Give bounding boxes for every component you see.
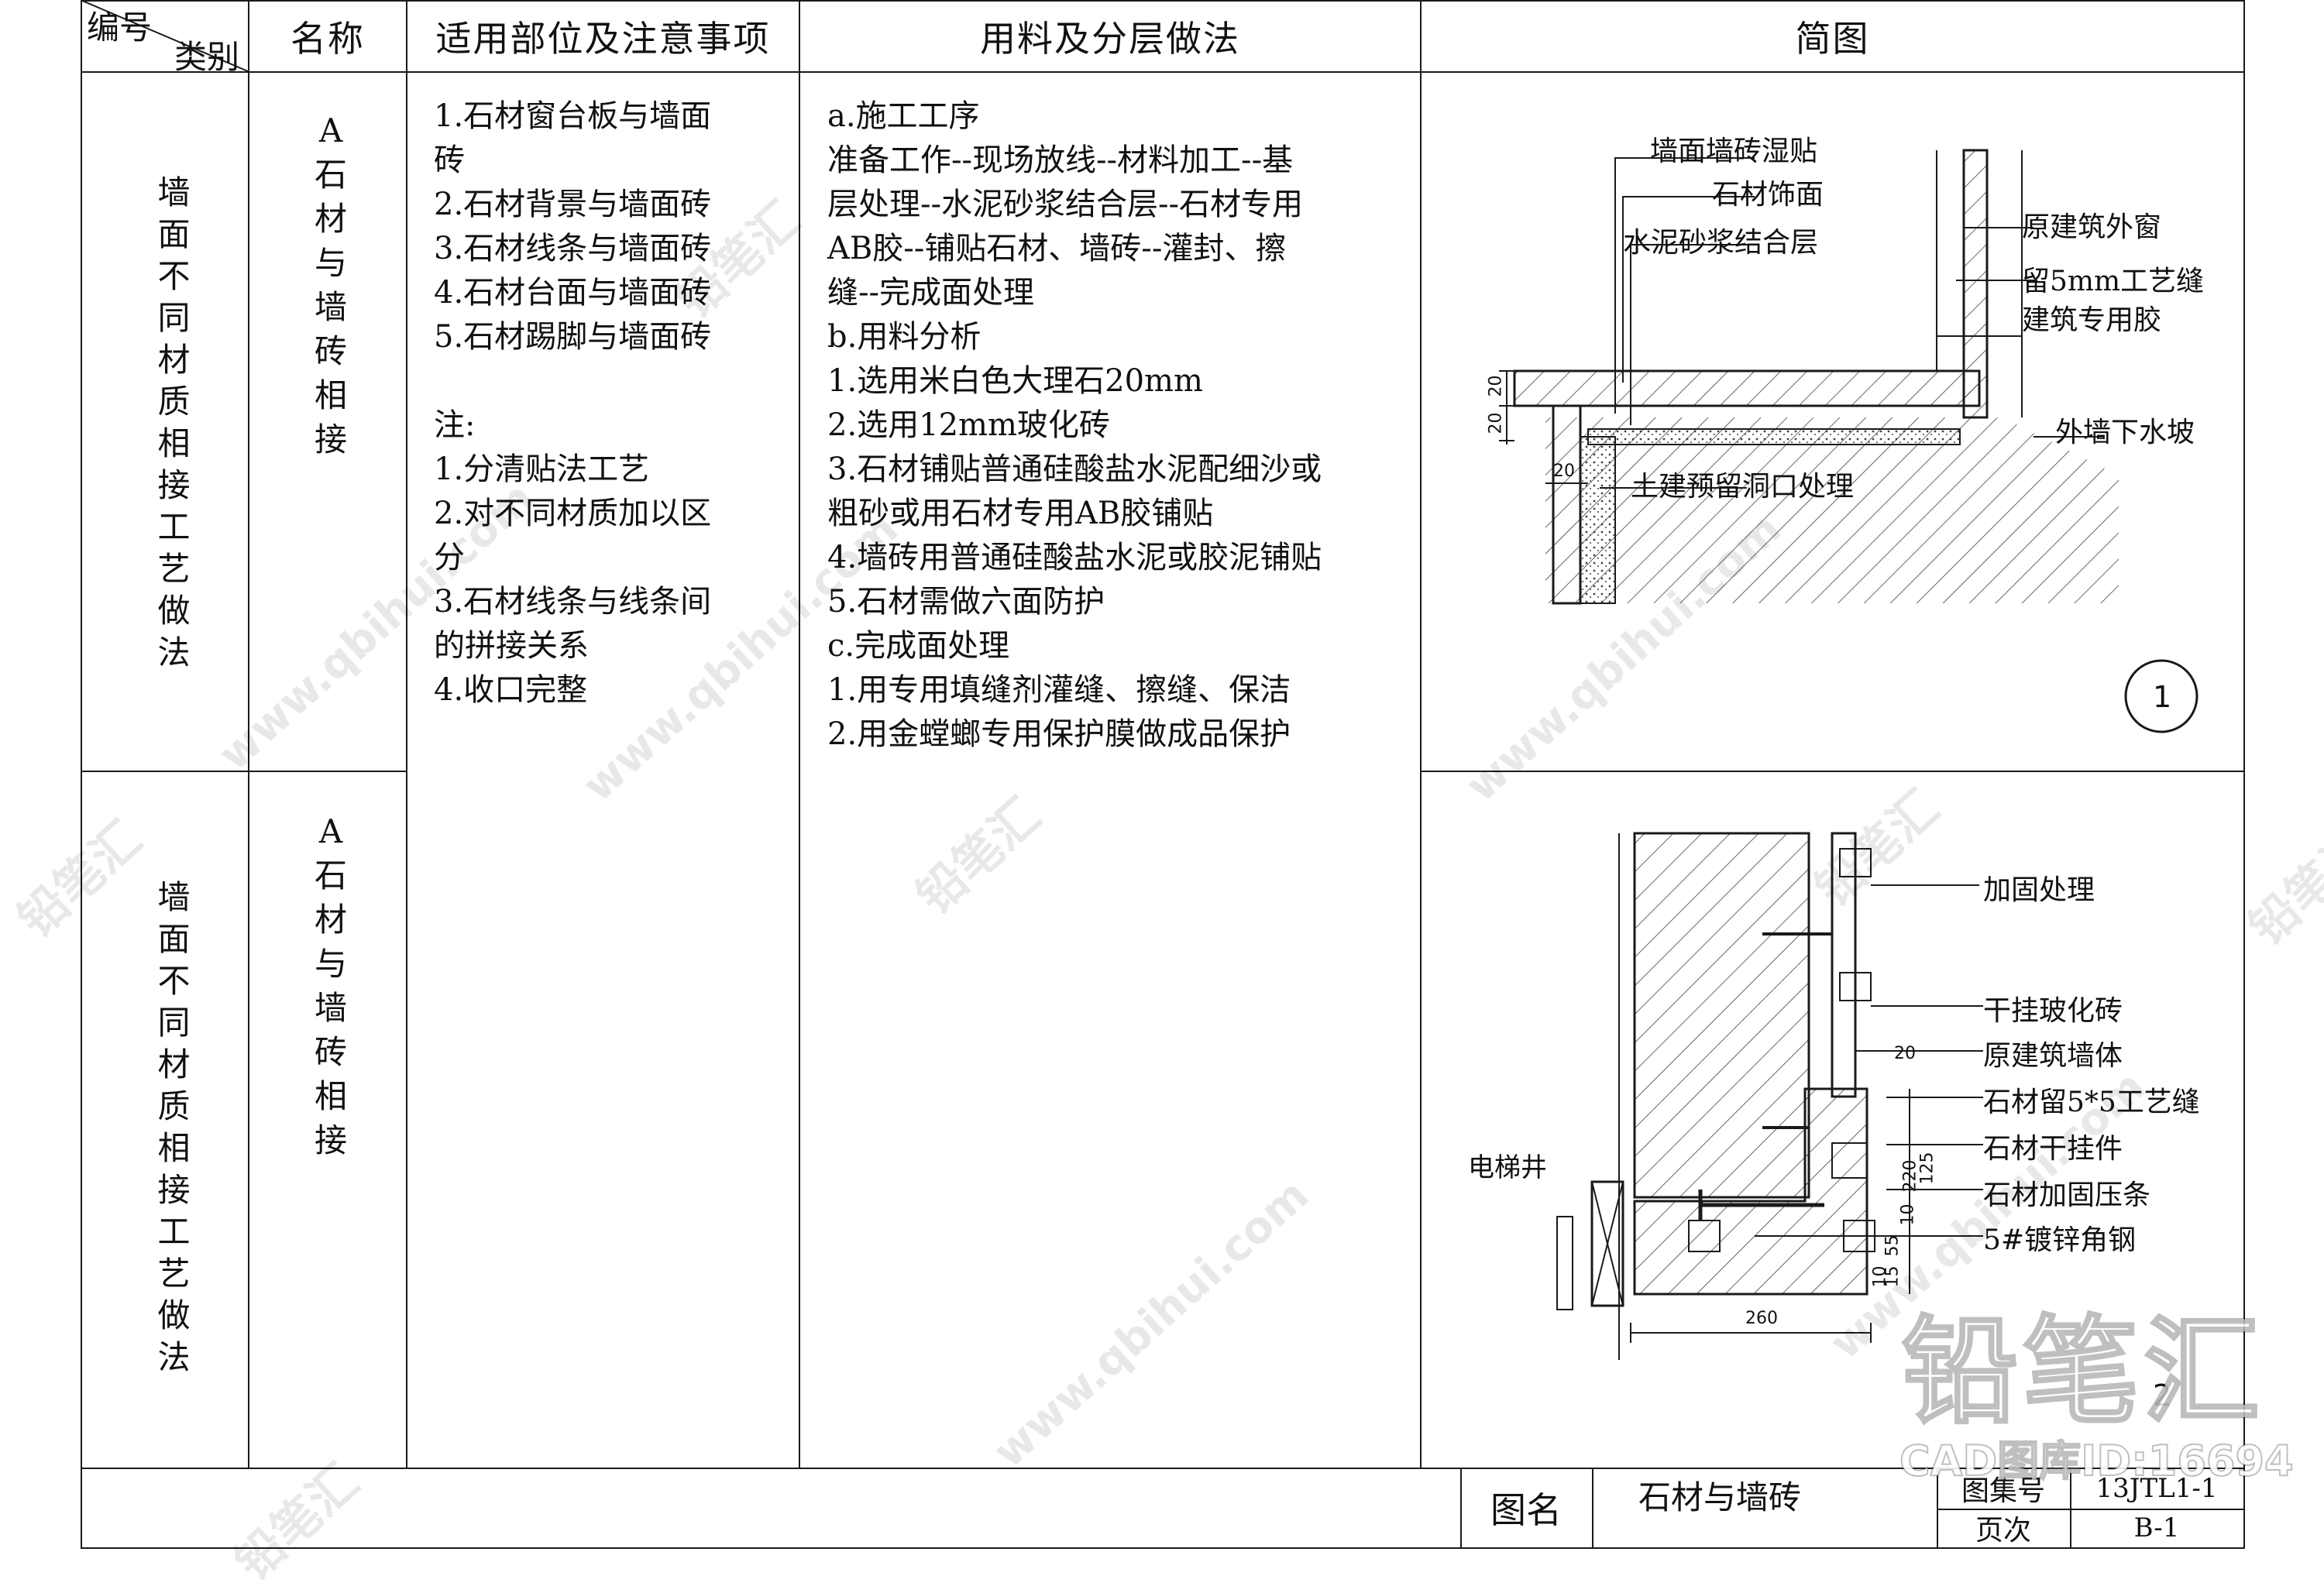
dim-125: 125 — [1917, 1152, 1937, 1185]
corner-watermark-brand: 铅笔汇 — [1900, 1304, 2265, 1441]
dim-10-a: 10 — [1898, 1203, 1918, 1226]
materials-text: a.施工工序 准备工作--现场放线--材料加工--基 层处理--水泥砂浆结合层-… — [827, 98, 1322, 752]
col-line-3 — [799, 0, 800, 1468]
label-stone-finish: 石材饰面 — [1712, 179, 1824, 211]
right-border — [2243, 0, 2245, 1549]
section-drawing-2: 加固处理 干挂玻化砖 原建筑墙体 石材留5*5工艺缝 石材干挂件 石材加固压条 … — [1422, 771, 2243, 1467]
label-hanger: 石材干挂件 — [1983, 1133, 2123, 1165]
top-border — [81, 0, 2245, 2]
footer-top-line — [81, 1468, 2245, 1469]
footer-col-2 — [1592, 1468, 1593, 1549]
dim-220: 220 — [1900, 1159, 1920, 1193]
row1-name: A 石材与墙砖相接 — [314, 112, 347, 458]
dim-20: 20 — [1894, 1044, 1916, 1063]
sketch-divider-line — [1420, 771, 2245, 772]
row-divider-line — [81, 771, 406, 772]
header-name: 名称 — [290, 18, 365, 60]
footer-drawing-name: 石材与墙砖 — [1638, 1478, 1802, 1516]
drawing-sheet: 编号 类别 名称 适用部位及注意事项 用料及分层做法 简图 墙面不同材质相接工艺… — [7, 0, 2324, 1591]
footer-drawing-name-label: 图名 — [1490, 1488, 1562, 1531]
label-elevator-shaft: 电梯井 — [1468, 1152, 1547, 1183]
header-sketch: 简图 — [1795, 18, 1870, 60]
label-dry-hang-tile: 干挂玻化砖 — [1983, 995, 2123, 1027]
label-wall-tile-wet: 墙面墙砖湿贴 — [1650, 136, 1818, 167]
label-5mm-gap: 留5mm工艺缝 — [2022, 266, 2205, 297]
watermark-url: www.qbihui.com — [984, 1169, 1318, 1478]
col-line-1 — [248, 0, 249, 1468]
label-drain-slope: 外墙下水坡 — [2055, 417, 2195, 448]
footer-col-1 — [1460, 1468, 1462, 1549]
row2-name: A 石材与墙砖相接 — [314, 812, 347, 1159]
watermark-brand: 铅笔汇 — [906, 786, 1051, 925]
label-5x5-gap: 石材留5*5工艺缝 — [1983, 1087, 2200, 1118]
header-scope: 适用部位及注意事项 — [435, 18, 771, 60]
dim-55: 55 — [1882, 1234, 1903, 1257]
label-sealant: 建筑专用胶 — [2022, 304, 2162, 336]
dim-260: 260 — [1745, 1309, 1778, 1328]
label-opening: 土建预留洞口处理 — [1631, 471, 1855, 503]
label-reinforce: 加固处理 — [1983, 874, 2095, 906]
drawing-1-number: 1 — [2153, 680, 2172, 714]
watermark-brand: 铅笔汇 — [2238, 817, 2324, 956]
corner-watermark-id: CAD图库ID:16694 — [1899, 1436, 2295, 1486]
label-angle-steel: 5#镀锌角钢 — [1983, 1224, 2137, 1256]
footer-col-3 — [1937, 1468, 1938, 1549]
label-mortar-layer: 水泥砂浆结合层 — [1623, 227, 1819, 259]
header-diagonal — [81, 0, 249, 72]
footer-atlas-label: 图集号 — [1961, 1475, 2045, 1507]
footer-atlas-value: 13JTL1-1 — [2095, 1472, 2218, 1504]
dim-20-a: 20 — [1486, 375, 1506, 397]
footer-mid-line — [1937, 1509, 2245, 1510]
left-border — [81, 0, 82, 1549]
col-line-4 — [1420, 0, 1422, 1468]
footer-col-4 — [2070, 1468, 2071, 1549]
label-window: 原建筑外窗 — [2022, 211, 2162, 243]
header-bottom-line — [81, 71, 2245, 73]
drawing-1-lines — [1499, 149, 2199, 733]
header-category-label: 类别 — [174, 38, 240, 76]
label-press-strip: 石材加固压条 — [1983, 1179, 2151, 1211]
dim-20-c: 20 — [1553, 462, 1575, 481]
scope-text: 1.石材窗台板与墙面 砖 2.石材背景与墙面砖 3.石材线条与墙面砖 4.石材台… — [434, 98, 712, 708]
section-drawing-1: 墙面墙砖湿贴 石材饰面 水泥砂浆结合层 原建筑外窗 留5mm工艺缝 建筑专用胶 … — [1422, 73, 2243, 770]
label-original-wall: 原建筑墙体 — [1983, 1040, 2123, 1072]
header-code-label: 编号 — [87, 9, 153, 46]
footer-page-label: 页次 — [1975, 1515, 2031, 1547]
col-line-2 — [406, 0, 407, 1468]
footer-page-value: B-1 — [2133, 1512, 2180, 1543]
bottom-border — [81, 1547, 2245, 1549]
watermark-brand: 铅笔汇 — [7, 809, 153, 949]
drawing-2-number: 2 — [2153, 1378, 2172, 1413]
dim-20-b: 20 — [1486, 412, 1506, 434]
header-materials: 用料及分层做法 — [980, 18, 1240, 60]
row2-category: 墙面不同材质相接工艺做法 — [153, 880, 191, 1382]
drawing-2-lines — [1556, 832, 1983, 1360]
row1-category: 墙面不同材质相接工艺做法 — [153, 175, 191, 677]
